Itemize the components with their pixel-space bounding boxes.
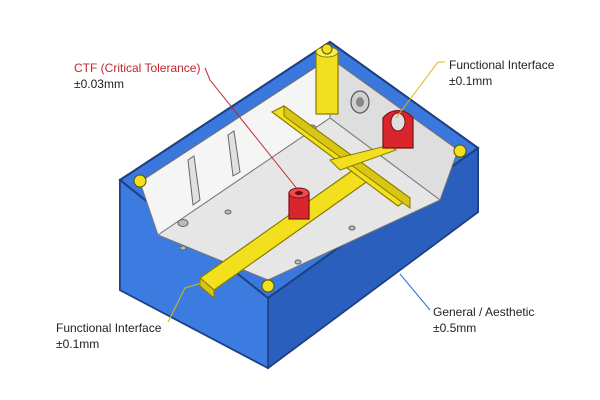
ctf-callout-value: ±0.03mm <box>74 77 124 91</box>
critical-loop-hole <box>390 112 406 132</box>
functional-bottom-leader-line <box>167 281 206 323</box>
corner-boss-right <box>453 144 467 158</box>
functional-top-leader-line <box>395 61 445 119</box>
general-callout: General / Aesthetic ±0.5mm <box>433 304 534 336</box>
functional-bottom-callout-title: Functional Interface <box>56 321 162 335</box>
functional-top-callout-title: Functional Interface <box>449 58 555 72</box>
functional-post <box>315 51 339 115</box>
functional-bottom-callout: Functional Interface ±0.1mm <box>56 320 161 352</box>
functional-top-callout-value: ±0.1mm <box>449 74 493 88</box>
wall-ring-hole <box>356 97 364 107</box>
corner-boss-back <box>321 43 333 55</box>
floor-hole-6 <box>294 259 302 265</box>
floor-hole-5 <box>348 225 356 231</box>
ctf-leader-line <box>204 67 299 191</box>
general-leader-line <box>399 273 431 311</box>
corner-boss-left <box>133 174 147 188</box>
critical-boss-hole <box>295 191 303 195</box>
floor-hole-1 <box>177 219 189 227</box>
ctf-callout-title: CTF (Critical Tolerance) <box>74 61 201 75</box>
corner-boss-front <box>261 279 275 293</box>
floor-hole-2 <box>224 209 232 215</box>
thin-rib-1 <box>187 155 201 206</box>
functional-rib-branch <box>329 144 397 171</box>
functional-bottom-callout-value: ±0.1mm <box>56 337 100 351</box>
functional-top-callout: Functional Interface ±0.1mm <box>449 57 554 89</box>
floor-hole-3 <box>179 245 187 251</box>
ctf-callout: CTF (Critical Tolerance) ±0.03mm <box>74 60 200 92</box>
general-callout-value: ±0.5mm <box>433 321 477 335</box>
general-callout-title: General / Aesthetic <box>433 305 535 319</box>
thin-rib-2 <box>227 130 241 177</box>
